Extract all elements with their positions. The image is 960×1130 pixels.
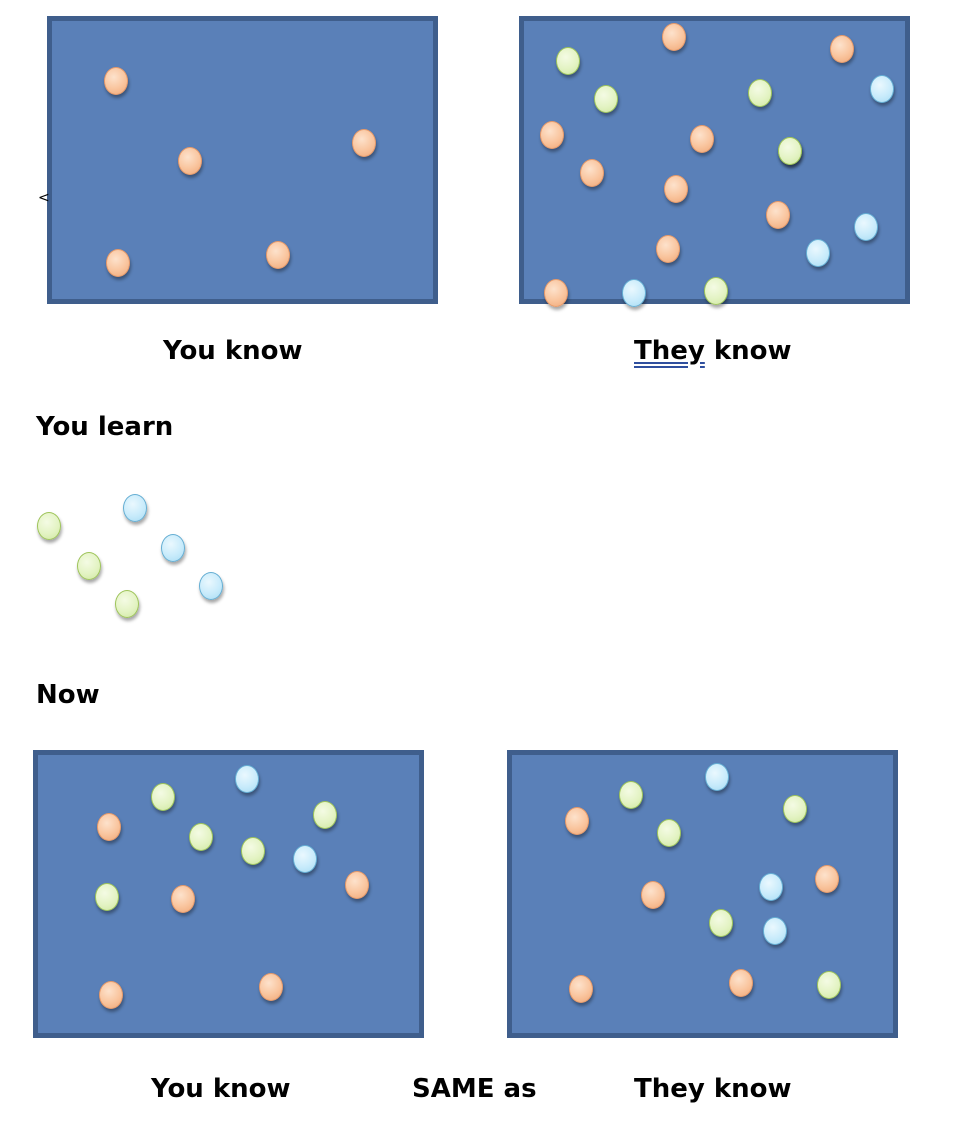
green-dot xyxy=(556,47,580,75)
orange-dot xyxy=(641,881,665,909)
green-dot xyxy=(95,883,119,911)
green-dot xyxy=(77,552,101,580)
you-know-label-top: You know xyxy=(163,336,303,366)
orange-dot xyxy=(580,159,604,187)
orange-dot xyxy=(259,973,283,1001)
green-dot xyxy=(778,137,802,165)
blue-dot xyxy=(870,75,894,103)
they-know-after-panel xyxy=(507,750,898,1038)
stray-glyph: < xyxy=(38,190,50,206)
orange-dot xyxy=(345,871,369,899)
blue-dot xyxy=(199,572,223,600)
green-dot xyxy=(241,837,265,865)
blue-dot xyxy=(293,845,317,873)
now-heading: Now xyxy=(36,680,100,710)
orange-dot xyxy=(99,981,123,1009)
green-dot xyxy=(657,819,681,847)
green-dot xyxy=(748,79,772,107)
orange-dot xyxy=(540,121,564,149)
orange-dot xyxy=(664,175,688,203)
same-as-label: SAME as xyxy=(412,1074,537,1104)
orange-dot xyxy=(178,147,202,175)
orange-dot xyxy=(830,35,854,63)
orange-dot xyxy=(266,241,290,269)
you-know-label-bottom: You know xyxy=(151,1074,291,1104)
orange-dot xyxy=(565,807,589,835)
green-dot xyxy=(783,795,807,823)
orange-dot xyxy=(815,865,839,893)
green-dot xyxy=(619,781,643,809)
blue-dot xyxy=(854,213,878,241)
orange-dot xyxy=(656,235,680,263)
blue-dot xyxy=(763,917,787,945)
green-dot xyxy=(151,783,175,811)
orange-dot xyxy=(171,885,195,913)
blue-dot xyxy=(759,873,783,901)
they-know-label-top: They know xyxy=(634,336,792,366)
orange-dot xyxy=(104,67,128,95)
they-word: They xyxy=(634,336,705,366)
orange-dot xyxy=(106,249,130,277)
they-know-before-panel xyxy=(519,16,910,307)
green-dot xyxy=(37,512,61,540)
green-dot xyxy=(189,823,213,851)
green-dot xyxy=(709,909,733,937)
orange-dot xyxy=(690,125,714,153)
blue-dot xyxy=(123,494,147,522)
know-word: know xyxy=(704,336,792,366)
orange-dot xyxy=(97,813,121,841)
orange-dot xyxy=(729,969,753,997)
blue-dot xyxy=(622,279,646,307)
green-dot xyxy=(817,971,841,999)
you-know-before-panel xyxy=(47,16,438,304)
blue-dot xyxy=(235,765,259,793)
green-dot xyxy=(115,590,139,618)
orange-dot xyxy=(766,201,790,229)
orange-dot xyxy=(544,279,568,307)
you-know-after-panel xyxy=(33,750,424,1038)
green-dot xyxy=(313,801,337,829)
blue-dot xyxy=(161,534,185,562)
green-dot xyxy=(704,277,728,305)
orange-dot xyxy=(569,975,593,1003)
orange-dot xyxy=(352,129,376,157)
green-dot xyxy=(594,85,618,113)
orange-dot xyxy=(662,23,686,51)
blue-dot xyxy=(705,763,729,791)
blue-dot xyxy=(806,239,830,267)
they-know-label-bottom: They know xyxy=(634,1074,792,1104)
you-learn-heading: You learn xyxy=(36,412,174,442)
